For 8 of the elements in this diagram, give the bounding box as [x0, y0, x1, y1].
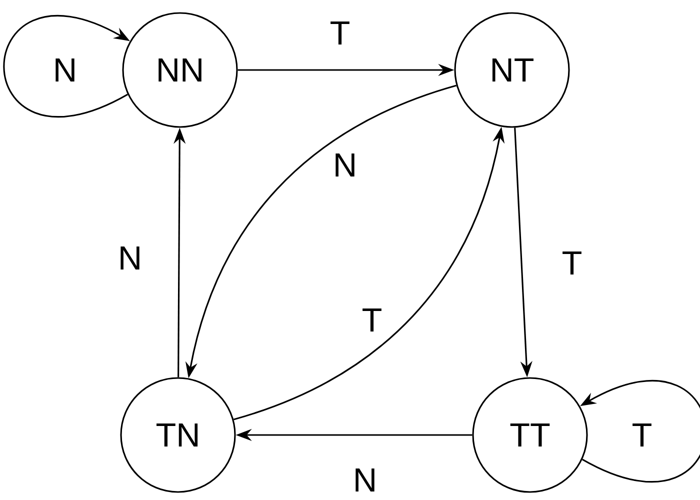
edge-label: T: [360, 306, 384, 334]
edge-label: N: [51, 56, 79, 84]
edge-label: N: [351, 466, 379, 494]
edge-label: T: [630, 422, 654, 448]
edge-label: N: [331, 152, 359, 178]
edge-label: N: [116, 244, 144, 272]
edge-label: T: [328, 20, 352, 46]
edge-label: T: [560, 250, 584, 276]
